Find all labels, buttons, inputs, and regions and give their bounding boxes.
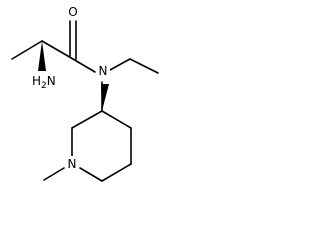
amine-label: H2N xyxy=(32,74,56,91)
bond-amide-n-ethyl xyxy=(109,58,131,71)
bonds xyxy=(11,20,159,182)
amine-hydrogen: H xyxy=(32,74,41,88)
bond-ring-n1-c6 xyxy=(79,167,103,182)
molecule-structure: O N N H2N xyxy=(11,4,159,182)
atom-labels: O N N H2N xyxy=(30,4,110,172)
amine-nitrogen: N xyxy=(47,74,56,88)
bond-n-methyl xyxy=(43,167,65,181)
bond-ethyl xyxy=(129,58,159,74)
wedge-bond-ring-stereocenter xyxy=(101,84,109,111)
oxygen-label: O xyxy=(68,5,77,19)
ring-nitrogen-label: N xyxy=(68,157,77,171)
bond-carbonyl-amide-n xyxy=(72,58,96,73)
amide-nitrogen-label: N xyxy=(99,64,108,78)
bond-ring-c6-c5 xyxy=(101,163,132,182)
amine-subscript: 2 xyxy=(41,81,47,91)
bond-alpha-carbonyl xyxy=(41,40,74,60)
wedge-bond-amine xyxy=(38,41,46,71)
bond-ring-c3-c2 xyxy=(71,110,103,129)
bond-ring-c4-c3 xyxy=(101,110,132,129)
bond-methyl-alpha xyxy=(11,40,43,60)
